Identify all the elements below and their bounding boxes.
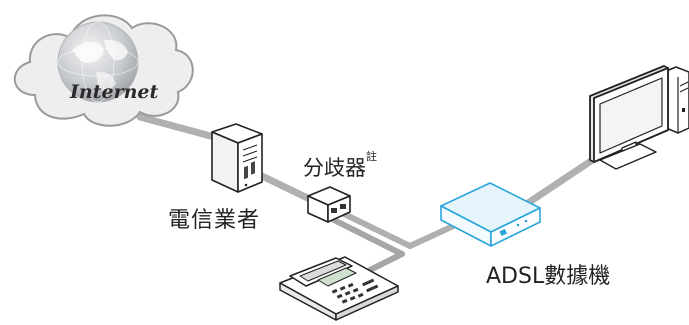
server-icon — [211, 123, 263, 193]
cable-splitter-out-a — [337, 209, 413, 249]
cables — [136, 113, 604, 273]
isp-label: 電信業者 — [168, 208, 261, 233]
cable-modem-to-pc — [521, 151, 604, 209]
globe-icon — [57, 21, 139, 103]
telephone-icon — [279, 256, 399, 321]
adsl-modem-icon — [440, 182, 541, 247]
cable-splitter-out-b — [331, 217, 405, 257]
internet-label: Internet — [70, 81, 159, 103]
cable-internet-to-isp — [136, 113, 222, 142]
splitter-note-mark: 註 — [366, 150, 377, 163]
splitter-label: 分歧器註 — [303, 150, 377, 182]
splitter-icon — [307, 186, 351, 223]
modem-label: ADSL數據機 — [486, 264, 611, 289]
cable-to-phone — [367, 251, 405, 273]
splitter-label-text: 分歧器 — [303, 156, 366, 180]
monitor-icon — [589, 65, 669, 170]
